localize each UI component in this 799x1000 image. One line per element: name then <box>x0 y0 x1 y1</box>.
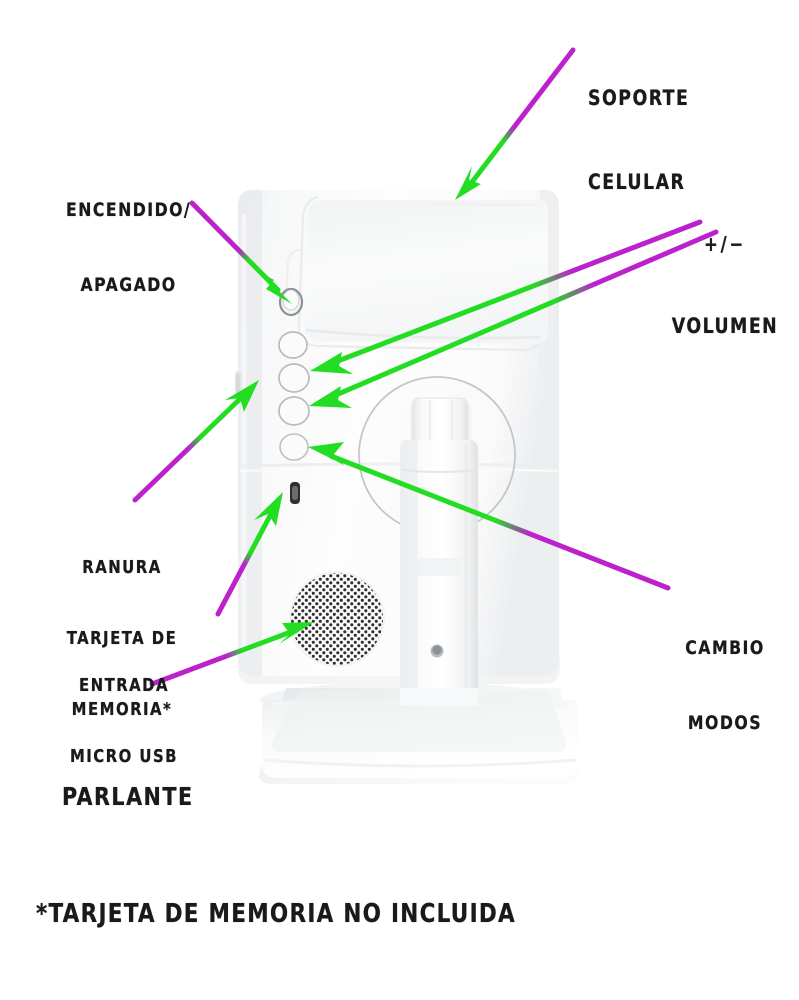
leader-encendido-apagado <box>189 200 292 304</box>
label-soporte-celular-line1: SOPORTE <box>588 86 690 111</box>
leader-soporte-celular <box>455 47 576 200</box>
stand-base <box>259 688 579 784</box>
leader-volumen-up <box>310 219 703 374</box>
label-encendido-line2: APAGADO <box>80 274 177 297</box>
volume-down-button <box>278 396 310 426</box>
mode-button <box>279 433 309 461</box>
leader-lines <box>132 47 719 687</box>
leader-volumen-down <box>309 229 719 408</box>
label-cambio-modos: CAMBIO MODOS <box>665 586 785 787</box>
label-parlante: PARLANTE <box>62 714 194 879</box>
device-illustration <box>132 47 719 784</box>
stand-arm <box>400 397 478 700</box>
button-2 <box>278 331 308 359</box>
label-encendido-line1: ENCENDIDO/ <box>66 199 192 222</box>
label-footnote-memoria-no-incluida: *TARJETA DE MEMORIA NO INCLUIDA <box>36 828 516 1000</box>
button-column <box>278 287 310 461</box>
label-cambio-line2: MODOS <box>687 712 763 735</box>
label-ranura-line3: MEMORIA* <box>71 699 173 720</box>
label-volumen-symbol: +/− <box>703 232 747 257</box>
label-ranura-line2: TARJETA DE <box>66 627 178 649</box>
label-soporte-celular-line2: CELULAR <box>588 169 686 194</box>
label-ranura-tarjeta-memoria: RANURA TARJETA DE MEMORIA* <box>39 508 205 769</box>
label-parlante-line1: PARLANTE <box>62 782 194 811</box>
label-entrada-micro-usb: ENTRADA MICRO USB <box>41 626 207 816</box>
leader-cambio-modos <box>308 442 671 591</box>
leader-ranura-tarjeta <box>132 380 259 503</box>
label-volumen-line1: VOLUMEN <box>671 314 779 339</box>
device-body <box>238 190 560 718</box>
label-encendido-apagado: ENCENDIDO/ APAGADO <box>66 148 191 349</box>
diagram-canvas: SOPORTE CELULAR ENCENDIDO/ APAGADO +/− V… <box>36 30 794 929</box>
power-button <box>278 287 304 317</box>
label-ranura-line1: RANURA <box>82 556 162 578</box>
label-soporte-celular: SOPORTE CELULAR <box>588 30 689 252</box>
label-entrada-line2: MICRO USB <box>69 745 179 767</box>
label-volumen: +/− VOLUMEN <box>656 176 794 396</box>
label-entrada-line1: ENTRADA <box>78 674 170 696</box>
leader-entrada-micro-usb <box>215 492 283 617</box>
label-footnote-text: *TARJETA DE MEMORIA NO INCLUIDA <box>36 898 516 929</box>
leader-parlante <box>149 622 314 687</box>
micro-usb-port <box>290 482 300 504</box>
label-cambio-line1: CAMBIO <box>685 637 765 660</box>
volume-up-button <box>278 363 310 393</box>
speaker-grille <box>289 571 385 667</box>
